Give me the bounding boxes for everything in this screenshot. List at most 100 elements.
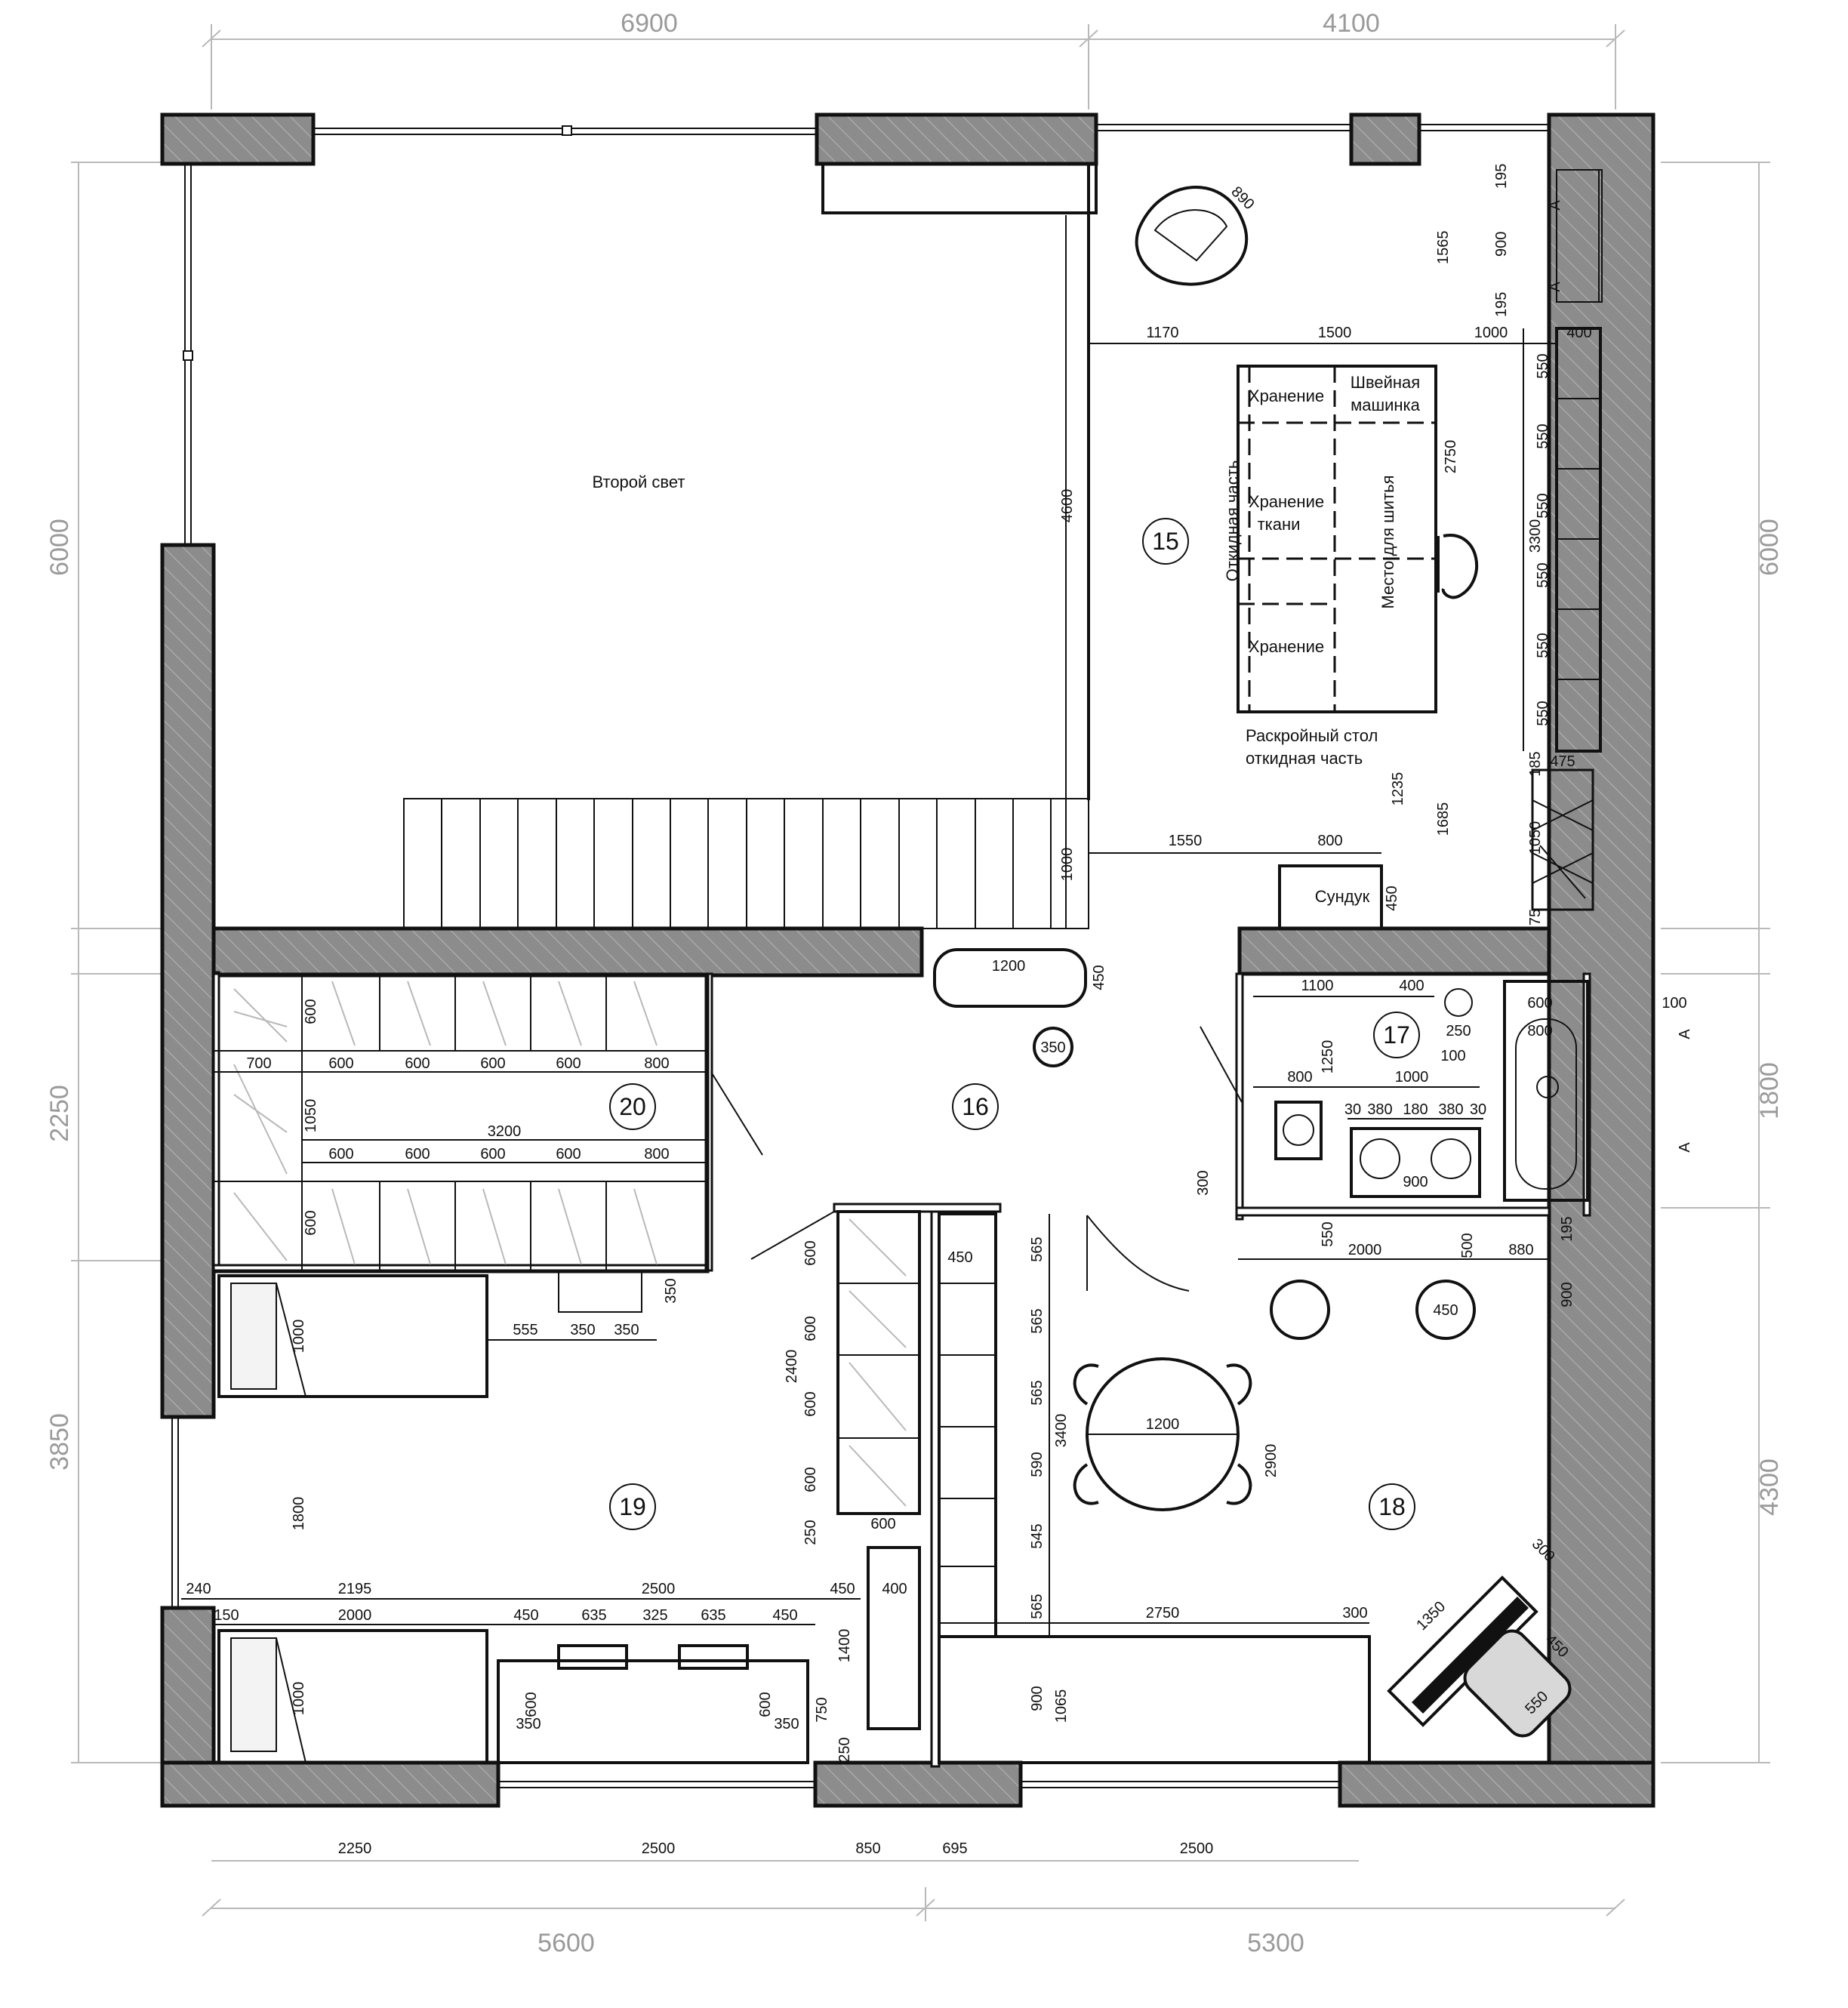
dim-635-2: 635 [701,1607,725,1624]
dim-axis-a-2: A [1677,1142,1693,1153]
room-17-bathroom: 17 [1200,980,1589,1202]
dim-600-h6: 600 [405,1146,430,1163]
dim-550-5: 550 [1535,633,1551,658]
dim-right-top: 6000 [1755,519,1784,576]
dim-550b: 550 [1320,1221,1336,1246]
desk [497,1659,809,1764]
armchair [1135,185,1249,286]
dim-600-wc2: 600 [802,1316,819,1341]
walls [160,112,1656,1808]
dim-400c: 400 [882,1581,907,1597]
dim-900c: 900 [1559,1282,1575,1307]
dim-bottom-seg-5: 2500 [1180,1840,1214,1857]
room-number-20: 20 [619,1093,646,1120]
bed-lower [217,1629,488,1764]
dim-565-1: 565 [1029,1237,1046,1261]
sewing-table [1237,365,1437,713]
dim-bottom-seg-1: 2250 [338,1840,372,1857]
dim-3200: 3200 [488,1123,522,1140]
dim-880: 880 [1508,1242,1533,1258]
dim-195b: 195 [1493,292,1510,317]
dim-180: 180 [1403,1101,1428,1118]
dim-left-mid: 2250 [45,1085,74,1142]
room-15-sewing: Хранение Швейная машинка Хранение ткани … [1135,169,1603,930]
dim-bottom-left: 5600 [537,1929,595,1957]
wardrobe-column [836,1210,921,1515]
hall-stool [1033,1027,1073,1067]
dim-800b: 800 [644,1055,669,1072]
dim-2400: 2400 [784,1350,800,1384]
dim-800a: 800 [1317,833,1342,849]
room-number-15: 15 [1152,528,1179,555]
dim-bottom-seg-2: 2500 [642,1840,676,1857]
dim-350b-2: 350 [614,1322,639,1338]
dim-600-wc1: 600 [802,1240,819,1265]
dim-600-h8: 600 [556,1146,581,1163]
dim-600-wc5: 600 [870,1516,895,1532]
dim-1400: 1400 [836,1629,853,1663]
dim-350b-1: 350 [570,1322,595,1338]
label-second-light: Второй свет [593,473,685,491]
dim-240: 240 [186,1581,211,1597]
dim-800d: 800 [1527,1023,1552,1039]
dim-1170: 1170 [1146,325,1178,341]
chest [1278,864,1383,930]
dim-300b: 300 [1342,1605,1367,1621]
dim-1800: 1800 [291,1497,307,1531]
label-cutting-table-1: Раскройный стол [1246,726,1378,745]
dim-600d-1: 600 [523,1692,540,1717]
round-stool-2 [1415,1280,1476,1340]
label-storage-fabric-2: ткани [1258,515,1301,534]
dim-2000b: 2000 [338,1607,372,1624]
dim-150: 150 [214,1607,239,1624]
dim-2900: 2900 [1263,1444,1280,1478]
dim-545: 545 [1029,1523,1046,1548]
dim-185: 185 [1527,751,1544,776]
dim-550-4: 550 [1535,562,1551,587]
wall-south-middle [813,1760,1023,1808]
dim-195a: 195 [1493,164,1510,189]
dim-600d-2: 600 [757,1692,774,1717]
label-storage-fabric-1: Хранение [1249,492,1324,511]
dim-550-1: 550 [1535,353,1551,378]
dim-1000c: 1000 [1395,1069,1429,1086]
dim-bottom-seg-3: 850 [855,1840,880,1857]
dim-600-v2: 600 [303,1210,319,1235]
dim-600-h3: 600 [480,1055,505,1072]
dim-565-2: 565 [1029,1308,1046,1333]
label-chest: Сундук [1315,887,1370,906]
dim-450c: 450 [1433,1302,1458,1319]
label-folding-part: Откидная часть [1223,460,1242,582]
dim-600-h5: 600 [328,1146,353,1163]
dim-1500: 1500 [1318,325,1352,341]
dim-550-2: 550 [1535,423,1551,448]
double-sink [1350,1127,1481,1198]
wall-south-left [160,1760,500,1808]
dim-400a: 400 [1566,325,1591,341]
dim-1685: 1685 [1435,802,1452,836]
dim-top-right: 4100 [1323,9,1380,38]
dim-600-wc4: 600 [802,1467,819,1492]
dim-bottom-right: 5300 [1247,1929,1304,1957]
dim-550-6: 550 [1535,701,1551,725]
dim-axis-a-3: A [1547,200,1563,211]
dim-195c: 195 [1559,1216,1575,1241]
dim-1000d-2: 1000 [291,1682,307,1716]
dim-1050b: 1050 [303,1099,319,1133]
dim-700: 700 [246,1055,271,1072]
dim-750: 750 [814,1697,830,1722]
dim-30-2: 30 [1470,1101,1486,1118]
dim-2750a: 2750 [1443,440,1459,474]
toilet [1274,1101,1323,1160]
room-18-living: 18 [938,1212,1572,1764]
dim-axis-a-1: A [1677,1029,1693,1039]
dim-500: 500 [1459,1233,1476,1258]
wall-south-right [1338,1760,1656,1808]
dim-1000d-1: 1000 [291,1320,307,1354]
label-storage-2: Хранение [1249,637,1324,656]
kitchen-counter-left [938,1212,997,1638]
dim-590: 590 [1029,1452,1046,1477]
dim-350b-3: 350 [663,1278,679,1303]
dim-300a: 300 [1195,1170,1212,1195]
